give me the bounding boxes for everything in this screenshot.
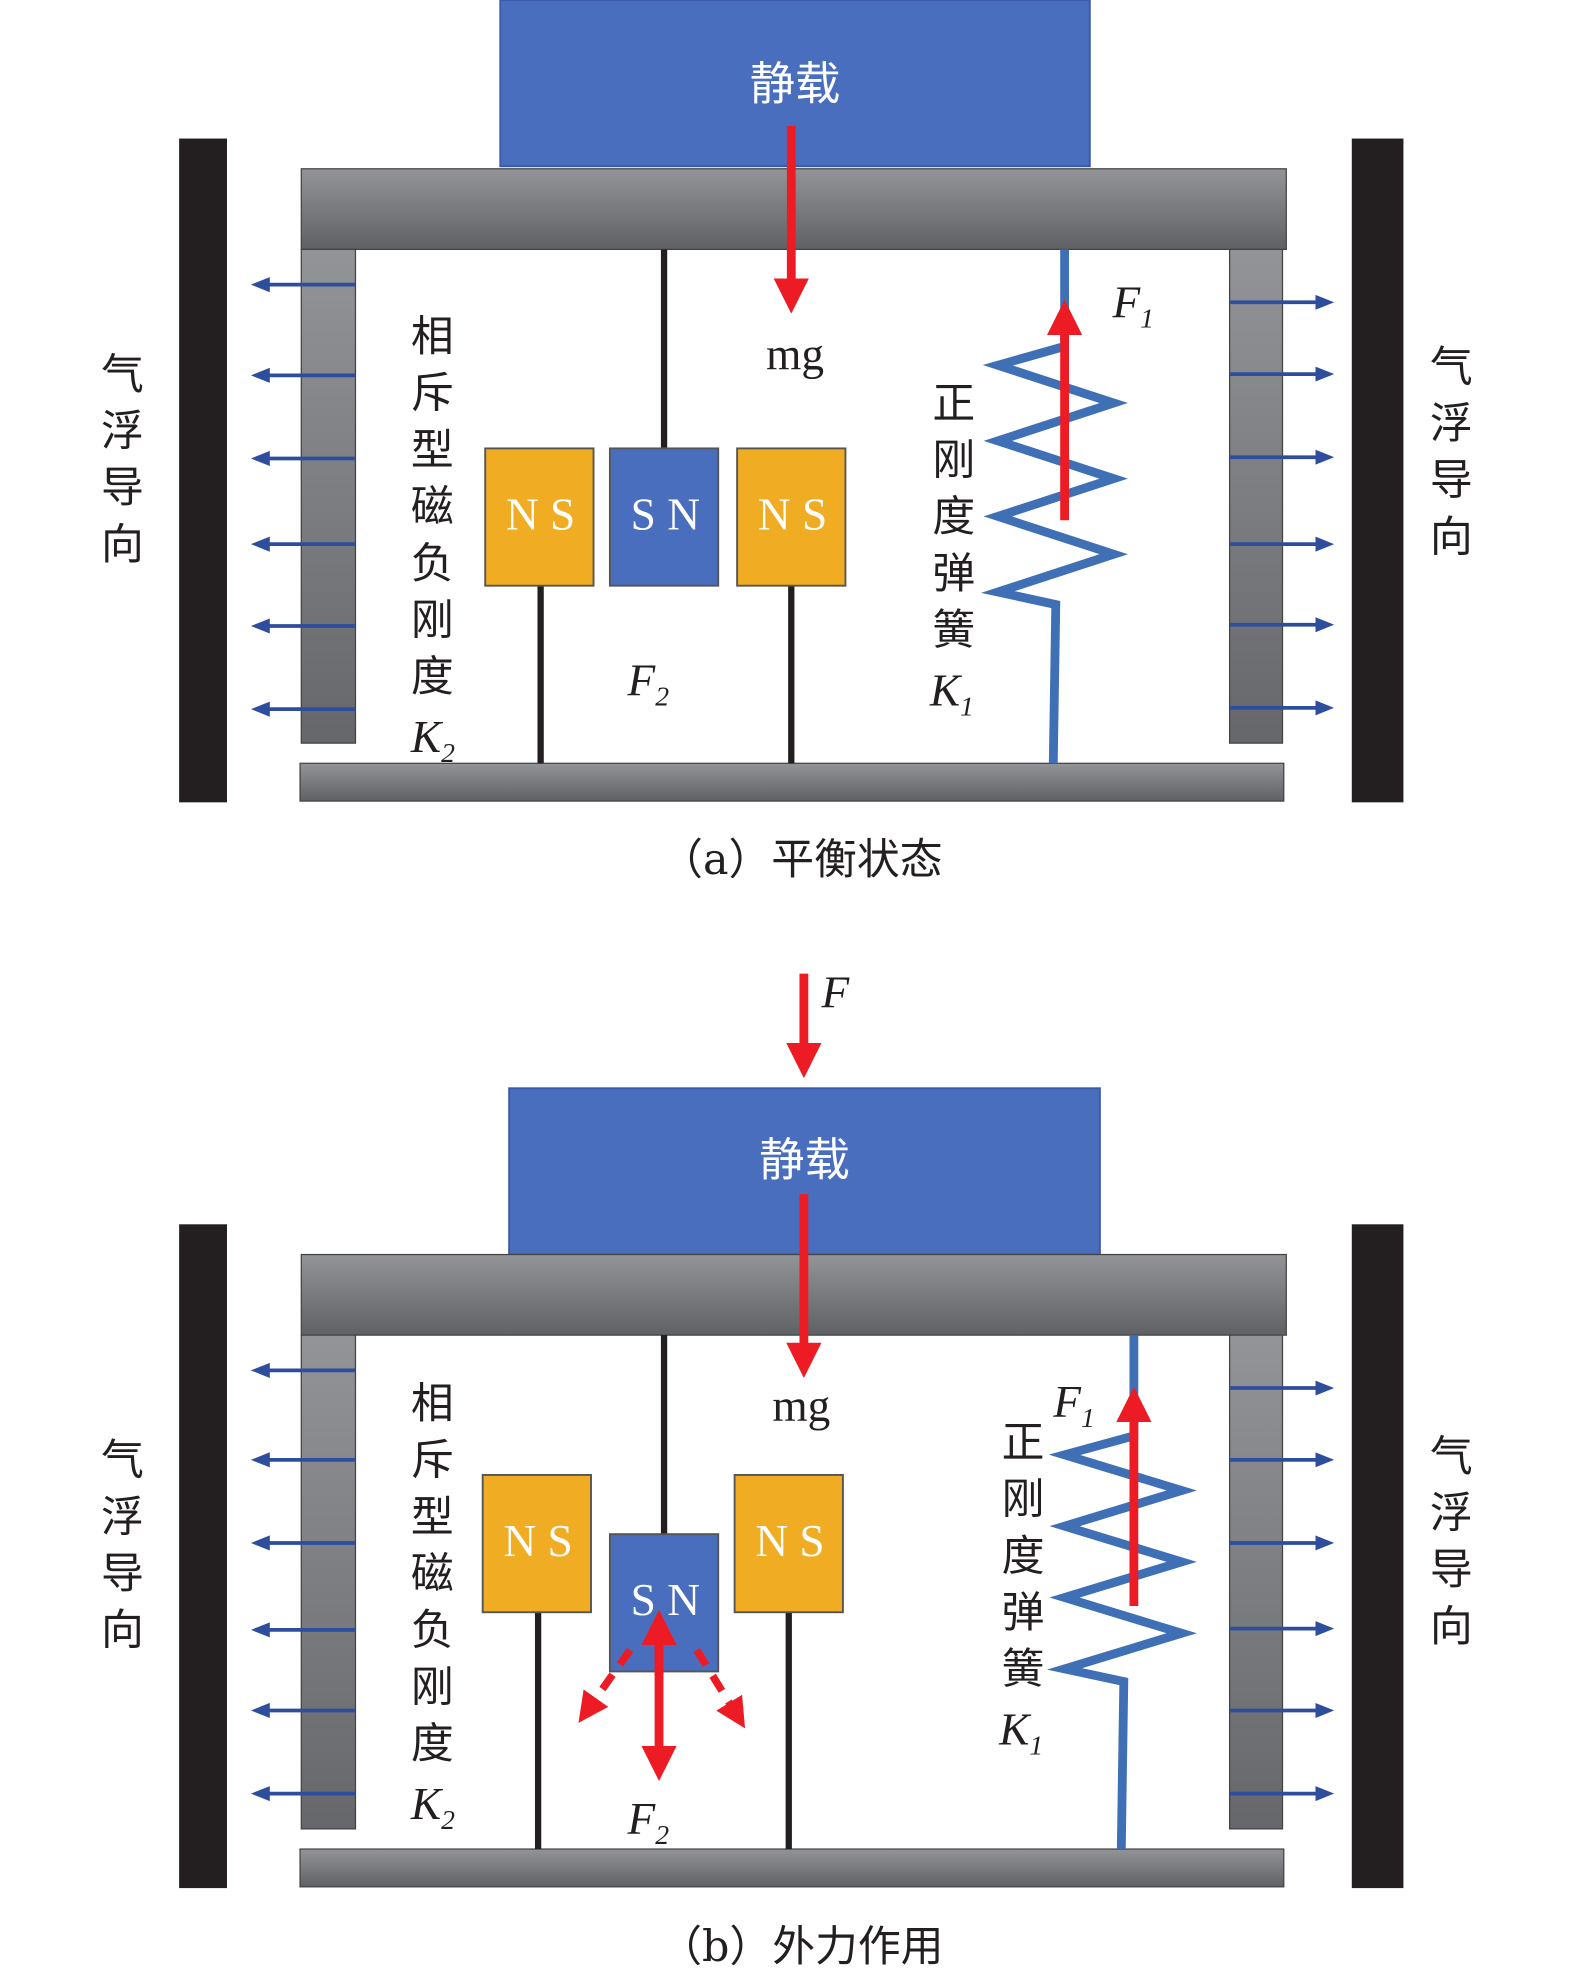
right-guide-column [1228, 1334, 1284, 1830]
negative-stiffness-label: 负 [411, 1606, 454, 1656]
f1-label-main: F [1111, 277, 1141, 327]
static-load-label: 静载 [759, 1133, 850, 1186]
air-guide-label-left: 气 [101, 1436, 144, 1486]
f2-label: F2 [627, 1794, 670, 1850]
air-guide-label-left: 气 [101, 350, 144, 400]
left-guide-column [300, 1334, 357, 1830]
negative-stiffness-label: 磁 [411, 1549, 454, 1599]
right-air-guide-rail [1351, 1224, 1404, 1889]
moving-magnet [608, 447, 720, 587]
negative-stiffness-label: 度 [411, 652, 454, 702]
f2-label-main: F [627, 655, 657, 705]
f2-label-sub: 2 [655, 1819, 669, 1850]
left-guide-column [300, 248, 357, 744]
f1-label: F1 [1111, 277, 1154, 333]
mg-label: mg [772, 1381, 830, 1431]
air-guide-label-right: 向 [1430, 1602, 1473, 1652]
fixed-magnet [481, 1474, 592, 1614]
positive-stiffness-spring [981, 249, 1128, 764]
magnet-poles-label: N S [758, 489, 827, 539]
k2-label-main: K [410, 712, 444, 762]
air-guide-label-left: 浮 [101, 407, 144, 457]
negative-stiffness-label: 型 [411, 1492, 454, 1542]
negative-stiffness-label: 型 [411, 425, 454, 475]
negative-stiffness-label: 度 [411, 1719, 454, 1769]
repulsion-arrow-right [693, 1648, 746, 1729]
right-air-guide-rail [1351, 138, 1404, 803]
external-force-label: F [821, 968, 851, 1018]
k2-label-main: K [410, 1779, 444, 1829]
k2-label-sub: 2 [441, 1804, 455, 1835]
negative-stiffness-label: 磁 [411, 482, 454, 532]
positive-spring-label: 正 [1002, 1418, 1045, 1468]
repulsion-arrow-left [578, 1647, 634, 1723]
k2-label: K2 [410, 1779, 455, 1835]
k1-label-main: K [929, 665, 963, 715]
f1-label-sub: 1 [1140, 302, 1154, 333]
negative-stiffness-label: 相 [411, 312, 454, 362]
k2-label: K2 [410, 712, 455, 768]
air-guide-label-right: 向 [1430, 512, 1473, 562]
bottom-beam [299, 762, 1285, 802]
fixed-magnet [484, 447, 595, 587]
positive-spring-label: 弹 [932, 549, 975, 599]
air-guide-label-left: 导 [101, 463, 144, 513]
positive-spring-label: 簧 [932, 606, 975, 656]
air-guide-label-right: 导 [1430, 1545, 1473, 1595]
magnet-poles-label: N S [503, 1516, 572, 1566]
negative-stiffness-label: 刚 [411, 595, 454, 645]
k2-label-sub: 2 [441, 737, 455, 768]
caption: （b）外力作用 [659, 1922, 943, 1972]
magnet-poles-label: S N [631, 1575, 700, 1625]
k1-label-main: K [998, 1704, 1032, 1754]
positive-stiffness-spring [1046, 1335, 1197, 1850]
magnet-poles-label: N S [506, 489, 575, 539]
static-load-label: 静载 [750, 58, 841, 111]
positive-spring-label: 正 [932, 379, 975, 429]
positive-spring-label: 度 [932, 492, 975, 542]
fixed-magnet [733, 1474, 844, 1614]
k1-label: K1 [929, 665, 974, 721]
magnet-poles-label: S N [631, 489, 700, 539]
magnet-poles-label: N S [755, 1516, 824, 1566]
air-guide-label-right: 气 [1430, 342, 1473, 392]
left-air-guide-rail [179, 1224, 227, 1889]
f2-label-sub: 2 [655, 680, 669, 711]
air-guide-label-left: 向 [101, 520, 144, 570]
air-guide-label-left: 导 [101, 1549, 144, 1599]
air-guide-label-right: 浮 [1430, 1489, 1473, 1539]
air-guide-label-right: 浮 [1430, 399, 1473, 449]
bottom-beam [299, 1848, 1285, 1888]
negative-stiffness-label: 相 [411, 1379, 454, 1429]
left-air-guide-rail [179, 138, 227, 803]
positive-spring-label: 刚 [932, 436, 975, 486]
positive-spring-label: 簧 [1002, 1645, 1045, 1695]
f1-label-main: F [1052, 1377, 1082, 1427]
k1-label-sub: 1 [960, 690, 974, 721]
positive-spring-label: 度 [1002, 1531, 1045, 1581]
air-guide-label-right: 导 [1430, 456, 1473, 506]
caption: （a）平衡状态 [660, 835, 942, 885]
f1-label: F1 [1052, 1377, 1095, 1433]
f2-label-main: F [627, 1794, 657, 1844]
f1-label-sub: 1 [1081, 1402, 1095, 1433]
positive-spring-label: 弹 [1002, 1588, 1045, 1638]
right-guide-column [1228, 248, 1284, 744]
top-beam [300, 1253, 1287, 1336]
positive-spring-label: 刚 [1002, 1475, 1045, 1525]
air-guide-label-right: 气 [1430, 1432, 1473, 1482]
negative-stiffness-label: 刚 [411, 1662, 454, 1712]
negative-stiffness-label: 斥 [411, 369, 454, 419]
negative-stiffness-label: 负 [411, 539, 454, 589]
negative-stiffness-label: 斥 [411, 1436, 454, 1486]
k1-label: K1 [998, 1704, 1043, 1760]
k1-label-sub: 1 [1029, 1730, 1043, 1761]
air-guide-label-left: 向 [101, 1606, 144, 1656]
fixed-magnet [736, 447, 847, 587]
air-guide-label-left: 浮 [101, 1492, 144, 1542]
f2-label: F2 [627, 655, 670, 711]
mg-label: mg [766, 329, 824, 379]
